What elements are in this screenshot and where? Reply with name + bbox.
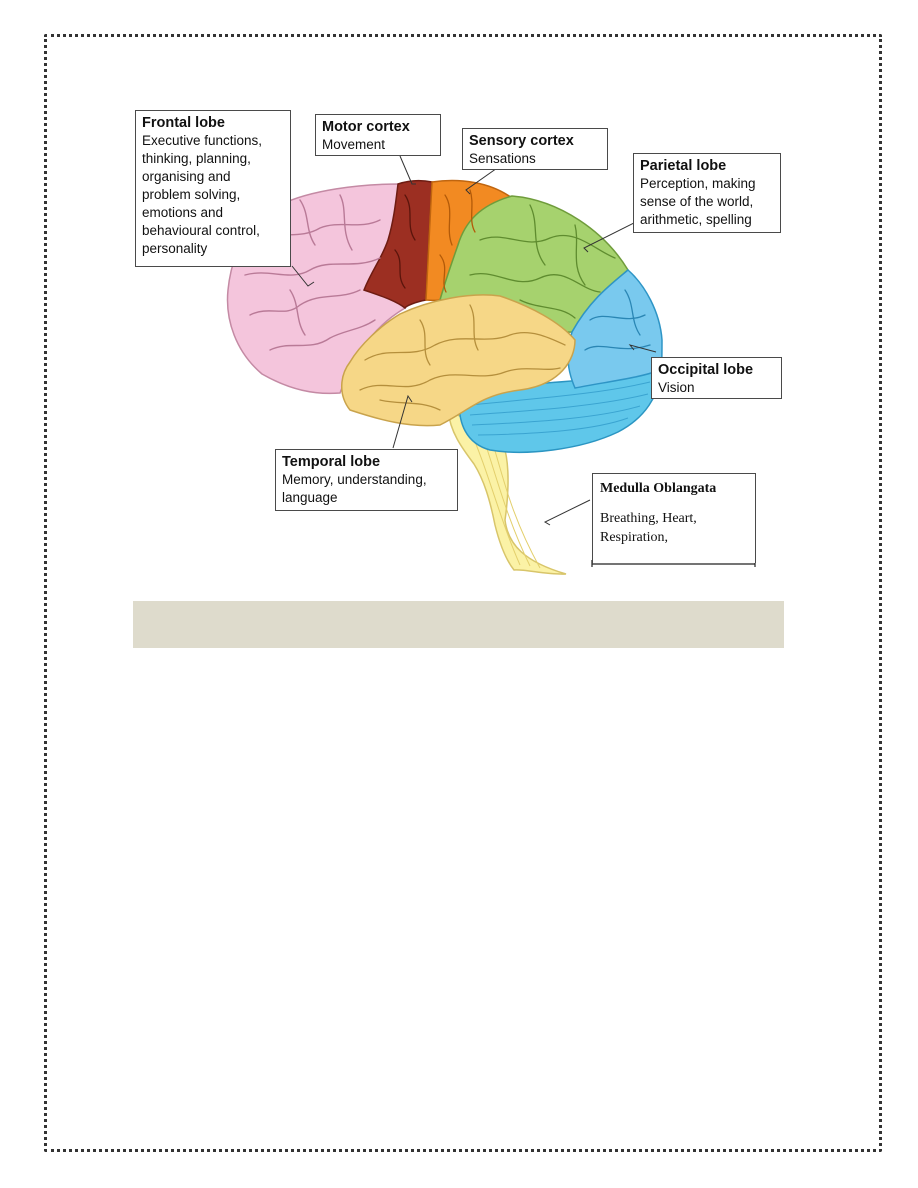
temporal-lobe-title: Temporal lobe [282,454,381,470]
occipital-lobe-description: Vision [658,380,695,395]
medulla-title: Medulla Oblangata [600,481,717,496]
frontal-leader [291,265,315,287]
sensory-cortex-description: Sensations [469,151,536,166]
medulla-description: Breathing, Heart, Respiration, [600,511,697,545]
motor-cortex-description: Movement [322,137,386,152]
leader-lines [291,155,657,526]
motor-gyri [394,194,416,289]
page-dotted-border [44,34,882,1152]
temporal-gyri [359,304,566,411]
sensory-cortex-title: Sensory cortex [469,133,574,149]
occipital-leader [628,344,657,353]
cerebellum-folia [469,381,651,436]
parietal-leader [583,221,637,253]
motor-cortex-title: Motor cortex [322,119,410,135]
motor-cortex-label: Motor cortex Movement [315,114,441,156]
parietal-lobe-label: Parietal lobe Perception, making sense o… [633,153,781,233]
temporal-lobe-label: Temporal lobe Memory, understanding, lan… [275,449,458,511]
medulla-leader [543,499,591,526]
sensory-leader [465,165,501,195]
frontal-lobe-label: Frontal lobe Executive functions, thinki… [135,110,291,267]
temporal-lobe-region [341,294,576,427]
frontal-lobe-title: Frontal lobe [142,115,225,131]
sensory-cortex-label: Sensory cortex Sensations [462,128,608,170]
parietal-lobe-description: Perception, making sense of the world, a… [640,176,756,227]
occipital-lobe-title: Occipital lobe [658,362,754,378]
parietal-gyri [469,204,616,319]
caption-bar [133,601,784,648]
sensory-gyri [439,189,476,293]
parietal-lobe-title: Parietal lobe [640,158,727,174]
occipital-lobe-region [567,269,663,389]
occipital-gyri [584,289,651,351]
temporal-leader [392,394,413,449]
occipital-lobe-label: Occipital lobe Vision [651,357,782,399]
medulla-label: Medulla Oblangata Breathing, Heart, Resp… [592,473,756,563]
frontal-lobe-description: Executive functions, thinking, planning,… [142,133,263,256]
motor-leader [399,155,416,185]
temporal-lobe-description: Memory, understanding, language [282,472,427,505]
